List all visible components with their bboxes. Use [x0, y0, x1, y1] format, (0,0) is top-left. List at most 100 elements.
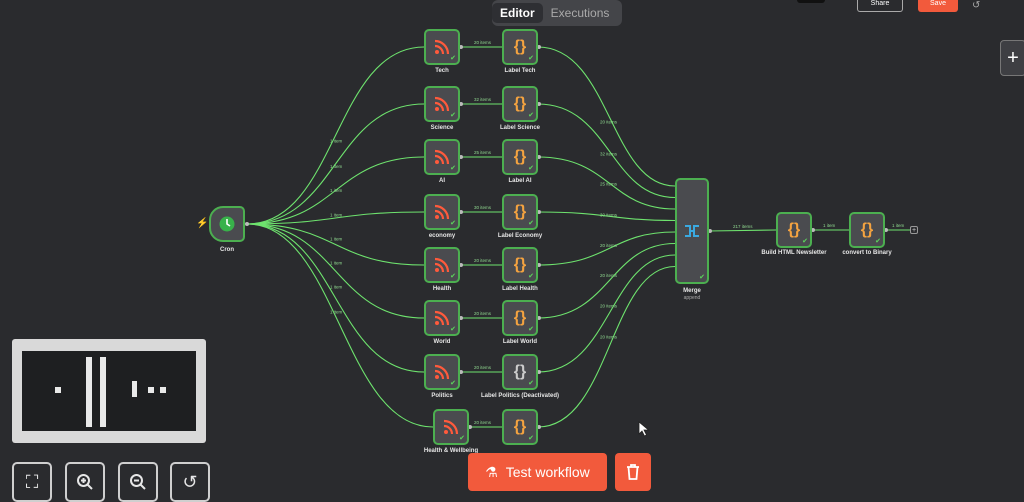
connection-handle[interactable]	[459, 210, 463, 214]
rss-feed-node[interactable]: ✔	[424, 247, 460, 283]
connection-item-count: 1 item	[823, 223, 836, 228]
label-code-node[interactable]: {} ✔	[502, 409, 538, 445]
connection-cron-to-rss[interactable]	[246, 223, 434, 428]
connection-handle[interactable]	[459, 370, 463, 374]
connection-handle[interactable]	[459, 45, 463, 49]
success-check-icon: ✔	[450, 55, 456, 62]
connection-handle[interactable]	[537, 102, 541, 106]
connection-handle[interactable]	[245, 222, 249, 226]
minimap-node	[160, 387, 166, 393]
label-code-node[interactable]: {} ✔	[502, 139, 538, 175]
connection-handle[interactable]	[537, 45, 541, 49]
connection-handle[interactable]	[459, 155, 463, 159]
connection-label-to-merge[interactable]	[537, 231, 676, 266]
connection-cron-to-rss[interactable]	[246, 211, 425, 225]
connection-cron-to-rss[interactable]	[246, 223, 425, 266]
connection-cron-to-rss[interactable]	[246, 156, 425, 225]
rss-icon	[434, 257, 450, 273]
delete-button[interactable]	[615, 453, 651, 491]
connection-item-count: 1 item	[330, 164, 343, 169]
fit-view-icon: ⛶	[25, 471, 39, 492]
reset-zoom-button[interactable]: ↺	[170, 462, 210, 502]
merge-node[interactable]: ✔	[675, 178, 709, 284]
share-button[interactable]: Share	[857, 0, 903, 12]
minimap[interactable]	[12, 339, 206, 443]
label-code-node[interactable]: {} ✔	[502, 247, 538, 283]
connection-item-count: 20 items	[474, 311, 492, 316]
connection-handle[interactable]	[537, 155, 541, 159]
rss-feed-node[interactable]: ✔	[424, 86, 460, 122]
mouse-cursor-icon	[638, 421, 650, 437]
save-button[interactable]: Save	[918, 0, 958, 12]
connection-label-to-merge[interactable]	[537, 103, 676, 199]
label-code-node[interactable]: {} ✔	[502, 194, 538, 230]
merge-icon	[685, 225, 699, 237]
rss-node-label: Tech	[435, 68, 449, 74]
connection-item-count: 20 items	[474, 40, 492, 45]
connection-handle[interactable]	[537, 316, 541, 320]
add-next-node-handle[interactable]: +	[910, 226, 918, 234]
success-check-icon: ✔	[528, 112, 534, 119]
connection-handle[interactable]	[708, 229, 712, 233]
connection-handle[interactable]	[537, 425, 541, 429]
connection-item-count: 1 item	[892, 223, 905, 228]
convert-to-binary-node[interactable]: {} ✔	[849, 212, 885, 248]
connection-cron-to-rss[interactable]	[246, 223, 425, 319]
connection-label-to-merge[interactable]	[537, 46, 676, 187]
code-icon: {}	[787, 221, 801, 238]
label-node-label: Label Tech	[504, 68, 536, 74]
rss-feed-node[interactable]: ✔	[424, 354, 460, 390]
connection-label-to-merge[interactable]	[537, 211, 676, 222]
success-check-icon: ✔	[875, 238, 881, 245]
connection-label-to-merge[interactable]	[537, 254, 676, 373]
connection-handle[interactable]	[459, 316, 463, 320]
reset-icon: ↺	[182, 471, 198, 492]
success-check-icon: ✔	[528, 326, 534, 333]
connection-label-to-merge[interactable]	[537, 156, 676, 210]
add-node-button[interactable]: +	[1000, 40, 1024, 76]
connection-handle[interactable]	[537, 370, 541, 374]
connection-handle[interactable]	[537, 210, 541, 214]
connection-handle[interactable]	[459, 263, 463, 267]
rss-feed-node[interactable]: ✔	[433, 409, 469, 445]
success-check-icon: ✔	[459, 435, 465, 442]
success-check-icon: ✔	[528, 273, 534, 280]
cron-trigger-node[interactable]	[209, 206, 245, 242]
undo-icon[interactable]: ↺	[972, 0, 981, 11]
label-code-node[interactable]: {} ✔	[502, 300, 538, 336]
connection-handle[interactable]	[537, 263, 541, 267]
label-code-node[interactable]: {} ✔	[502, 354, 538, 390]
zoom-in-button[interactable]	[65, 462, 105, 502]
connection-handle[interactable]	[884, 228, 888, 232]
connection-item-count: 20 items	[600, 335, 618, 340]
minimap-node	[86, 357, 92, 427]
rss-feed-node[interactable]: ✔	[424, 194, 460, 230]
flask-icon: ⚗	[485, 463, 498, 480]
connection-merge-to-build[interactable]	[708, 229, 777, 232]
test-workflow-button[interactable]: ⚗ Test workflow	[468, 453, 607, 491]
connection-handle[interactable]	[811, 228, 815, 232]
zoom-out-button[interactable]	[118, 462, 158, 502]
rss-node-label: AI	[439, 178, 445, 184]
tab-editor[interactable]: Editor	[492, 3, 543, 23]
rss-feed-node[interactable]: ✔	[424, 300, 460, 336]
label-code-node[interactable]: {} ✔	[502, 86, 538, 122]
label-code-node[interactable]: {} ✔	[502, 29, 538, 65]
build-html-newsletter-node[interactable]: {} ✔	[776, 212, 812, 248]
connection-cron-to-rss[interactable]	[246, 46, 425, 225]
connection-label-to-merge[interactable]	[537, 265, 676, 428]
top-menu-icon[interactable]	[797, 0, 825, 3]
label-node-label: Label World	[502, 339, 538, 345]
zoom-to-fit-button[interactable]: ⛶	[12, 462, 52, 502]
connection-cron-to-rss[interactable]	[246, 103, 425, 225]
connection-cron-to-rss[interactable]	[246, 223, 425, 373]
rss-feed-node[interactable]: ✔	[424, 29, 460, 65]
tab-executions[interactable]: Executions	[550, 6, 610, 20]
rss-feed-node[interactable]: ✔	[424, 139, 460, 175]
connection-handle[interactable]	[468, 425, 472, 429]
rss-icon	[443, 419, 459, 435]
connection-label-to-merge[interactable]	[537, 242, 676, 319]
connection-handle[interactable]	[459, 102, 463, 106]
connection-item-count: 1 item	[330, 188, 343, 193]
